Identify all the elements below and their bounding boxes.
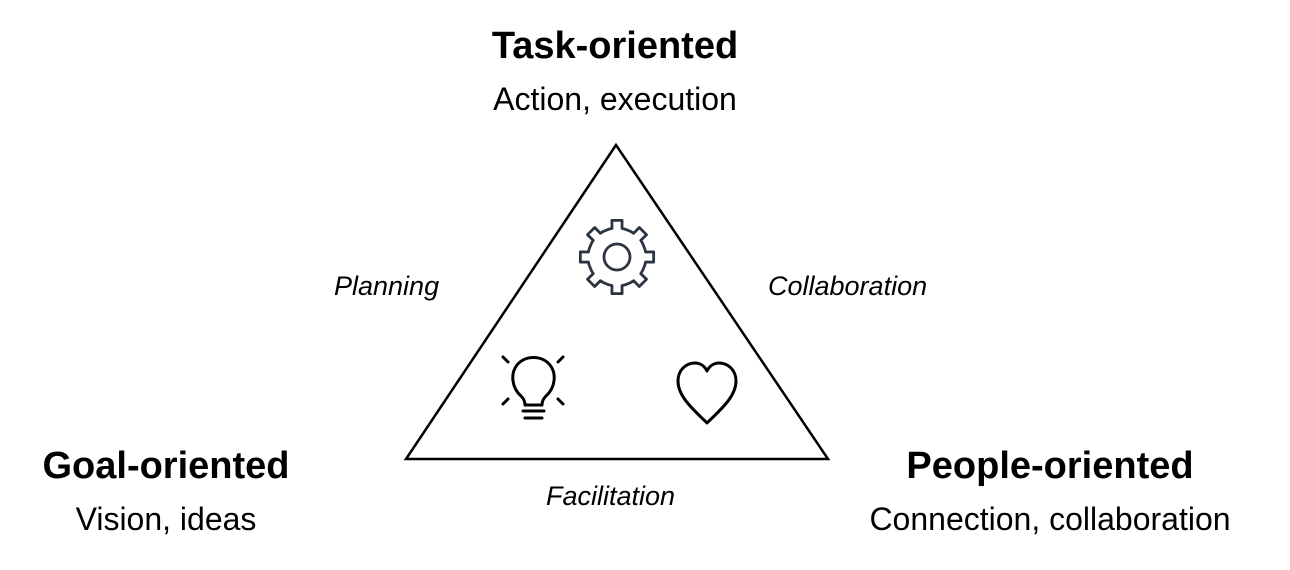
node-task-oriented: Task-oriented Action, execution [415, 24, 815, 118]
node-subtitle: Connection, collaboration [869, 501, 1231, 537]
node-subtitle: Vision, ideas [75, 501, 257, 537]
heart-icon [676, 361, 738, 425]
edge-label-collaboration: Collaboration [768, 271, 928, 301]
node-title: Goal-oriented [42, 445, 290, 487]
edge-label-planning: Planning [334, 271, 440, 301]
gear-icon [578, 218, 656, 296]
edge-label-facilitation: Facilitation [546, 481, 676, 511]
lightbulb-icon [501, 355, 565, 420]
node-title: Task-oriented [491, 25, 739, 67]
node-subtitle: Action, execution [493, 81, 737, 117]
node-people-oriented: People-oriented Connection, collaboratio… [830, 444, 1270, 538]
node-goal-oriented: Goal-oriented Vision, ideas [6, 444, 326, 538]
triangle-outline [403, 142, 831, 461]
node-title: People-oriented [906, 445, 1194, 487]
